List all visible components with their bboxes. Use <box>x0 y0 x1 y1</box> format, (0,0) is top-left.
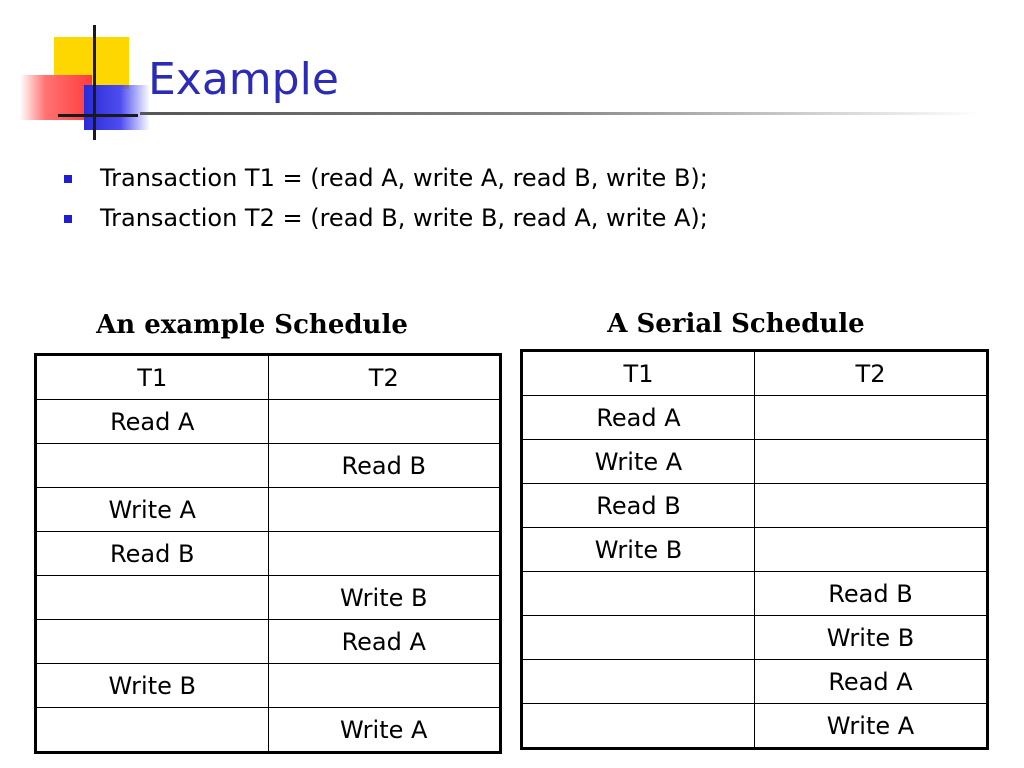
table-row: Write A <box>521 703 988 749</box>
table-cell: Write B <box>521 527 755 572</box>
table-row: Read A <box>35 619 501 664</box>
column-header: T1 <box>35 354 269 400</box>
table-row: Write B <box>521 527 988 572</box>
table-cell: Read B <box>267 443 501 488</box>
table-row: Read B <box>521 483 988 528</box>
serial-schedule-table: T1 T2 Read A Write A Read B Write B Read… <box>520 349 989 750</box>
table-header-row: T1 T2 <box>35 354 501 400</box>
table-row: Read A <box>35 399 501 444</box>
table-row: Write A <box>521 439 988 484</box>
table-cell: Read A <box>521 395 755 440</box>
square-bullet-icon <box>64 175 72 183</box>
table-cell: Write A <box>267 707 501 753</box>
example-schedule-table: T1 T2 Read A Read B Write A Read B Write… <box>34 353 502 754</box>
table-cell <box>521 571 755 616</box>
table-cell: Read A <box>35 399 269 444</box>
serial-schedule-caption: A Serial Schedule <box>607 309 865 339</box>
logo-vertical-line <box>93 25 96 140</box>
table-cell: Write A <box>521 439 755 484</box>
bullet-item-t1: Transaction T1 = (read A, write A, read … <box>62 160 708 200</box>
table-cell <box>754 483 988 528</box>
table-cell: Read B <box>521 483 755 528</box>
bullet-text: Transaction T1 = (read A, write A, read … <box>100 164 708 192</box>
example-schedule-caption: An example Schedule <box>96 310 408 340</box>
table-row: Read A <box>521 659 988 704</box>
table-cell <box>35 707 269 753</box>
table-row: Write A <box>35 707 501 753</box>
table-row: Read B <box>35 443 501 488</box>
table-cell: Write B <box>754 615 988 660</box>
column-header: T2 <box>267 354 501 400</box>
table-cell <box>35 575 269 620</box>
column-header: T1 <box>521 350 755 396</box>
table-cell: Read B <box>754 571 988 616</box>
table-cell: Read A <box>267 619 501 664</box>
table-header-row: T1 T2 <box>521 350 988 396</box>
table-cell <box>267 531 501 576</box>
table-cell <box>267 399 501 444</box>
table-row: Read B <box>521 571 988 616</box>
column-header: T2 <box>754 350 988 396</box>
table-row: Read B <box>35 531 501 576</box>
table-cell <box>521 615 755 660</box>
table-cell: Write B <box>35 663 269 708</box>
table-row: Write A <box>35 487 501 532</box>
logo-red-square <box>20 75 92 120</box>
table-row: Read A <box>521 395 988 440</box>
table-cell <box>754 395 988 440</box>
table-cell <box>35 619 269 664</box>
slide-title: Example <box>148 54 339 105</box>
table-cell: Write B <box>267 575 501 620</box>
bullet-item-t2: Transaction T2 = (read B, write B, read … <box>62 200 708 240</box>
table-cell <box>521 659 755 704</box>
table-cell <box>35 443 269 488</box>
table-cell: Read A <box>754 659 988 704</box>
table-row: Write B <box>35 575 501 620</box>
table-cell <box>754 439 988 484</box>
bullet-list: Transaction T1 = (read A, write A, read … <box>62 160 708 240</box>
logo-horizontal-line <box>58 114 138 117</box>
table-cell <box>521 703 755 749</box>
title-underline <box>140 112 980 115</box>
table-cell <box>754 527 988 572</box>
bullet-text: Transaction T2 = (read B, write B, read … <box>100 204 708 232</box>
square-bullet-icon <box>64 215 72 223</box>
table-cell <box>267 663 501 708</box>
table-row: Write B <box>35 663 501 708</box>
table-cell: Write A <box>754 703 988 749</box>
table-row: Write B <box>521 615 988 660</box>
table-cell <box>267 487 501 532</box>
table-cell: Write A <box>35 487 269 532</box>
slide-logo-graphic <box>0 0 150 150</box>
table-cell: Read B <box>35 531 269 576</box>
